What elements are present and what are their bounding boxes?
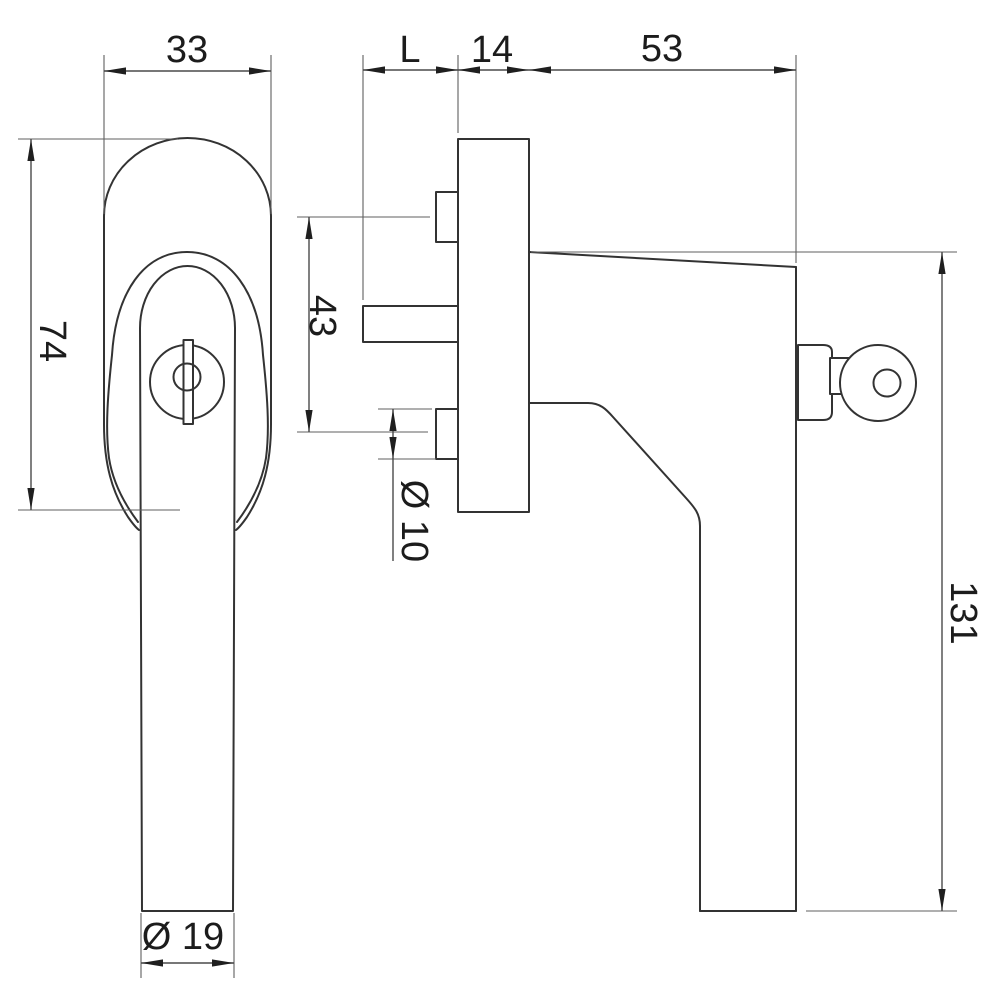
collar-outline (106, 251, 269, 523)
dim-rosette-height: 74 (18, 138, 180, 511)
dim-screw-hole-diameter: Ø 10 (378, 408, 436, 562)
rosette-outline (103, 137, 272, 531)
dim-total-height: 131 (531, 251, 984, 912)
dim-plate-thickness: 14 (458, 29, 529, 74)
dim-screw-spacing: 43 (297, 216, 430, 433)
key-slot (182, 339, 194, 425)
lever-top-edge (528, 251, 797, 268)
dim-head-width: 33 (103, 29, 272, 214)
key-bow-circle (839, 344, 917, 422)
mounting-plate (457, 138, 530, 513)
dim-screw-spacing-label: 43 (301, 295, 343, 337)
dim-grip-depth: 53 (529, 28, 797, 263)
side-view (362, 138, 917, 912)
dim-total-height-label: 131 (942, 581, 984, 644)
front-view (103, 137, 272, 912)
cylinder-core-circle (172, 362, 202, 392)
key-bow-hole (872, 368, 902, 398)
dimension-annotations: 33 L 14 53 74 43 (18, 28, 984, 978)
dim-grip-depth-label: 53 (641, 28, 683, 70)
screw-top (435, 191, 459, 243)
dim-screw-hole-diameter-label: Ø 10 (393, 480, 435, 562)
lever-back-edge (528, 402, 701, 912)
dim-grip-diameter: Ø 19 (140, 913, 235, 978)
dim-head-width-label: 33 (166, 29, 208, 71)
screw-bottom (435, 408, 459, 460)
dim-rosette-height-label: 74 (31, 320, 73, 362)
dim-spindle-length-label: L (399, 29, 420, 71)
dim-grip-diameter-label: Ø 19 (142, 916, 224, 958)
spindle (362, 305, 459, 343)
dim-spindle-length: L (362, 29, 459, 300)
lock-housing (797, 344, 833, 421)
lever-blade-outline (139, 265, 236, 912)
dim-plate-thickness-label: 14 (471, 29, 513, 71)
